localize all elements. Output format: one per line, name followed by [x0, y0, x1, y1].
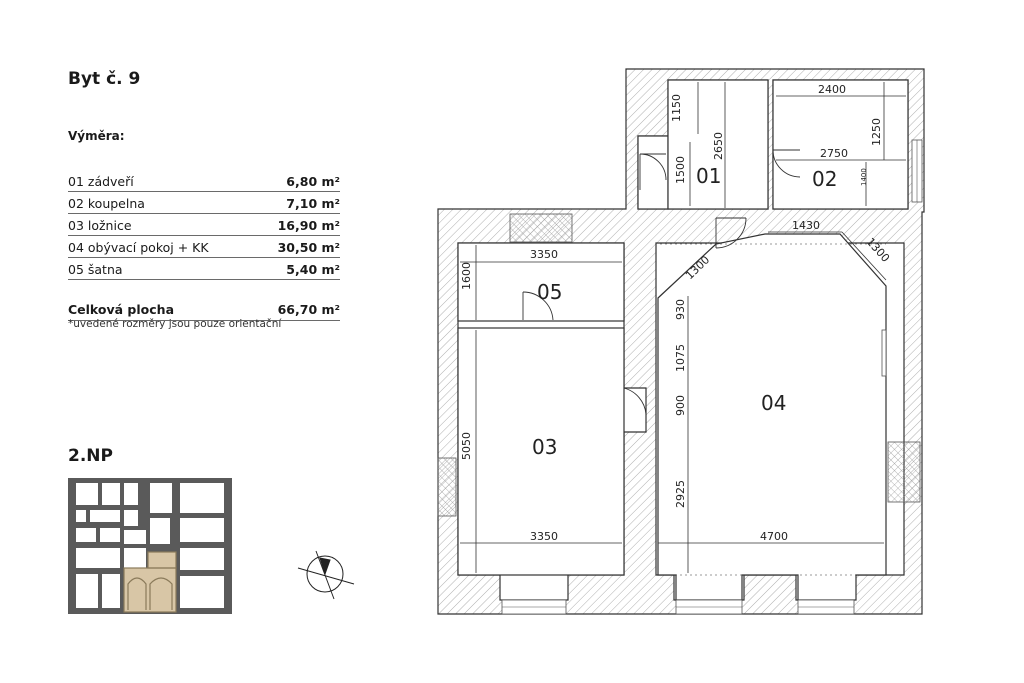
dim-2400: 2400 — [818, 83, 846, 96]
window-lines — [502, 140, 918, 608]
total-area-row: Celková plocha 66,70 m² — [68, 300, 340, 321]
area-heading: Výměra: — [68, 129, 125, 143]
dim-5050: 5050 — [460, 432, 473, 460]
dim-2750: 2750 — [820, 147, 848, 160]
interior-walls — [457, 79, 909, 601]
room-name: 01 zádveří — [68, 174, 134, 189]
room-label-03: 03 — [532, 435, 557, 459]
dim-2925: 2925 — [674, 480, 687, 508]
dim-930: 930 — [674, 299, 687, 320]
doors — [522, 149, 801, 418]
room-label-05: 05 — [537, 280, 562, 304]
dashed-guides — [660, 243, 886, 576]
key-plan-rooms — [76, 483, 224, 608]
room-name: 02 koupelna — [68, 196, 145, 211]
apartment-title: Byt č. 9 — [68, 69, 141, 89]
room-label-04: 04 — [761, 391, 786, 415]
list-item: 05 šatna 5,40 m² — [68, 258, 340, 280]
room-area: 6,80 m² — [286, 174, 340, 189]
dim-1430: 1430 — [792, 219, 820, 232]
list-item: 01 zádveří 6,80 m² — [68, 170, 340, 192]
room-area: 7,10 m² — [286, 196, 340, 211]
dimension-note: *uvedené rozměry jsou pouze orientační — [68, 318, 282, 330]
dimension-lines — [460, 82, 906, 573]
list-item: 04 obývací pokoj + KK 30,50 m² — [68, 236, 340, 258]
total-label: Celková plocha — [68, 302, 174, 317]
room-name: 05 šatna — [68, 262, 123, 277]
room-name: 03 ložnice — [68, 218, 132, 233]
room-area: 30,50 m² — [277, 240, 340, 255]
dim-900: 900 — [674, 395, 687, 416]
total-area: 66,70 m² — [277, 302, 340, 317]
dim-1400: 1400 — [860, 168, 868, 186]
north-arrow-icon — [297, 550, 355, 600]
list-item: 02 koupelna 7,10 m² — [68, 192, 340, 214]
dim-4700: 4700 — [760, 530, 788, 543]
room-label-02: 02 — [812, 167, 837, 191]
key-plan — [68, 478, 232, 614]
niche-hatches — [437, 213, 921, 517]
key-plan-apartment-highlight-upper — [148, 552, 176, 568]
dim-1250: 1250 — [870, 118, 883, 146]
room-area: 5,40 m² — [286, 262, 340, 277]
floor-label: 2.NP — [68, 446, 113, 466]
dim-1075: 1075 — [674, 344, 687, 372]
dim-1600: 1600 — [460, 262, 473, 290]
room-label-01: 01 — [696, 164, 721, 188]
dim-2650: 2650 — [712, 132, 725, 160]
room-area-list: 01 zádveří 6,80 m² 02 koupelna 7,10 m² 03 … — [68, 170, 340, 280]
list-item: 03 ložnice 16,90 m² — [68, 214, 340, 236]
key-plan-apartment-walls — [123, 551, 177, 613]
room-labels: 01 02 05 03 04 — [532, 164, 837, 459]
dim-3350-top: 3350 — [530, 248, 558, 261]
dim-3350-bottom: 3350 — [530, 530, 558, 543]
dim-1150: 1150 — [670, 94, 683, 122]
room-area: 16,90 m² — [277, 218, 340, 233]
room-name: 04 obývací pokoj + KK — [68, 240, 209, 255]
dim-1500: 1500 — [674, 156, 687, 184]
